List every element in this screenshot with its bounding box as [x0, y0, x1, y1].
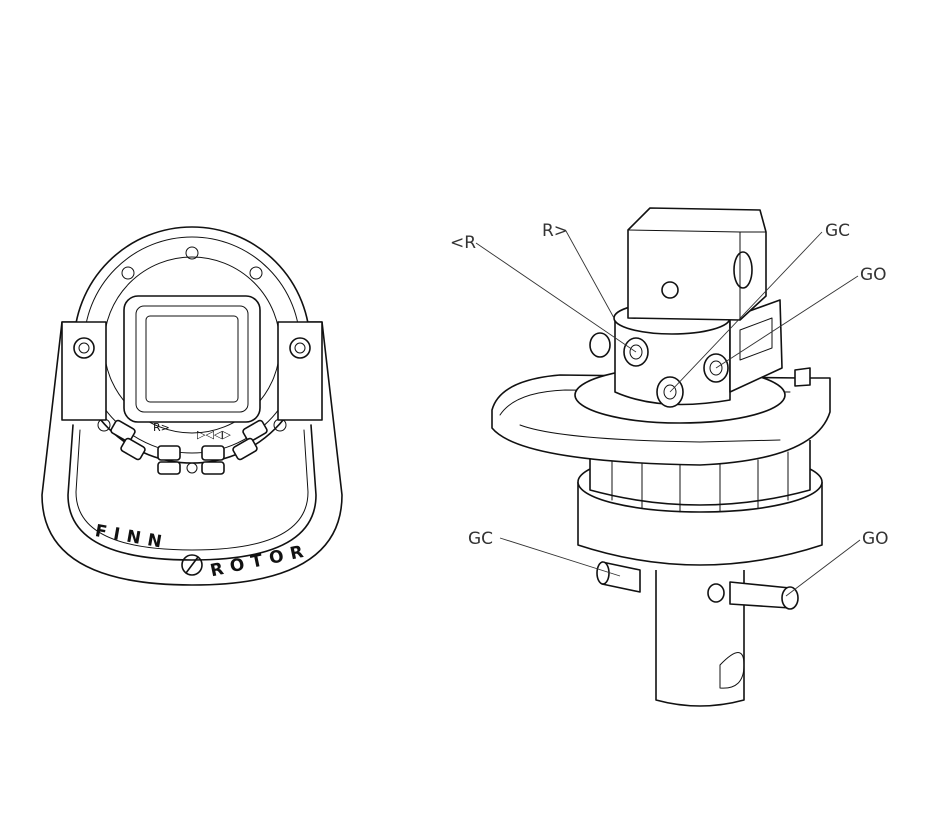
- callout-go-top: GO: [860, 265, 887, 285]
- left-bolt-icon: [73, 337, 95, 359]
- leader-gc-top: [669, 231, 823, 393]
- top-block: [627, 207, 767, 321]
- leader-go-top: [715, 275, 859, 369]
- square-shaft: [123, 295, 261, 423]
- callouts: <R R> GC GO GC GO: [450, 221, 889, 597]
- rotator-iso-view: [491, 207, 831, 707]
- callout-r-left: <R: [450, 233, 476, 253]
- left-ear: [61, 321, 107, 421]
- leader-r-right: [565, 230, 615, 319]
- leader-go-bottom: [785, 539, 861, 597]
- callout-gc-bottom: GC: [468, 529, 493, 549]
- bail-inner: [67, 424, 317, 561]
- right-ear: [277, 321, 323, 421]
- top-ports: [110, 419, 268, 475]
- callout-gc-top: GC: [825, 221, 850, 241]
- fittings: [589, 332, 811, 408]
- bail-outer: [41, 321, 343, 586]
- callout-r-right: R>: [542, 221, 568, 241]
- callout-go-bottom: GO: [862, 529, 889, 549]
- top-mark-r: R>: [153, 421, 170, 434]
- rotator-top-view: R> ▷◁◁▷ FINN ROTOR: [41, 226, 343, 586]
- brand-logo-icon: [181, 554, 203, 576]
- right-bolt-icon: [289, 337, 311, 359]
- lower-shaft: [655, 570, 745, 707]
- brand-left: FINN: [93, 521, 170, 554]
- leader-gc-bottom: [499, 537, 621, 577]
- brand-right: ROTOR: [209, 541, 313, 582]
- top-mark-arrows: ▷◁◁▷: [197, 428, 231, 441]
- lower-fittings: [596, 561, 799, 610]
- leader-r-left: [475, 242, 637, 353]
